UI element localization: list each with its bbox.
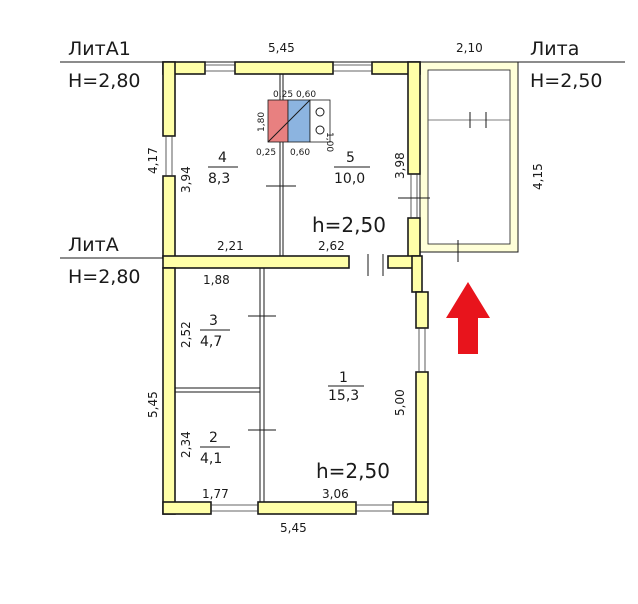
room-2: 2 4,1	[200, 430, 230, 467]
lit-a-partitions	[175, 268, 276, 502]
lit-a1-label: ЛитА1	[68, 38, 131, 60]
lit-a-small-label: Лита	[530, 38, 579, 60]
dim-room3-side: 2,52	[179, 321, 193, 348]
dim-annex-height: 4,15	[531, 163, 545, 190]
dim-room1-bottom: 3,06	[322, 487, 349, 501]
stove-h-left: 1,80	[257, 112, 267, 132]
room-number: 1	[339, 370, 348, 386]
room-area: 8,3	[208, 171, 230, 187]
dim-room2-bottom: 1,77	[202, 487, 229, 501]
lit-a-walls	[162, 267, 429, 515]
dim-room3-top: 1,88	[203, 273, 230, 287]
dim-left-a1: 4,17	[146, 147, 160, 174]
room-area: 10,0	[334, 171, 365, 187]
dim-left-a: 5,45	[146, 391, 160, 418]
dim-left-room4: 3,94	[179, 166, 193, 193]
room-number: 4	[218, 150, 227, 166]
dim-room1-right: 5,00	[393, 389, 407, 416]
dim-top-annex: 2,10	[456, 41, 483, 55]
room-number: 5	[346, 150, 355, 166]
dim-room5-bottom: 2,62	[318, 239, 345, 253]
windows-a1	[165, 64, 418, 218]
stove-w-top-right: 0,60	[296, 90, 316, 100]
burner-icon	[315, 107, 325, 117]
room-1: 1 15,3	[328, 370, 364, 404]
lit-a1-height: Н=2,80	[68, 70, 141, 92]
dim-top-a1: 5,45	[268, 41, 295, 55]
dim-bottom-total: 5,45	[280, 521, 307, 535]
annex-inner	[427, 69, 511, 245]
stove-w-bottom-right: 0,60	[290, 148, 310, 158]
entrance-arrow-icon	[446, 282, 490, 354]
windows-a	[211, 328, 426, 512]
lit-a1-walls	[162, 61, 423, 293]
room-area: 15,3	[328, 388, 359, 404]
stove	[267, 99, 331, 143]
stove-h-right: 1,00	[324, 132, 334, 152]
room-5: 5 10,0	[334, 150, 370, 187]
dim-right-room5: 3,98	[393, 152, 407, 179]
lit-a-height: Н=2,80	[68, 266, 141, 288]
dim-room4-bottom: 2,21	[217, 239, 244, 253]
room-3: 3 4,7	[200, 313, 230, 350]
stove-w-top-left: 0,25	[273, 90, 293, 100]
room5-height: h=2,50	[312, 213, 386, 237]
room-number: 2	[209, 430, 218, 446]
room-area: 4,1	[200, 451, 222, 467]
stove-w-bottom-left: 0,25	[256, 148, 276, 158]
room-number: 3	[209, 313, 218, 329]
room-area: 4,7	[200, 334, 222, 350]
burner-icon	[315, 125, 325, 135]
room1-height: h=2,50	[316, 459, 390, 483]
lit-a-small-height: Н=2,50	[530, 70, 603, 92]
room-4: 4 8,3	[208, 150, 238, 187]
dim-room2-side: 2,34	[179, 431, 193, 458]
lit-a-label: ЛитА	[68, 234, 119, 256]
